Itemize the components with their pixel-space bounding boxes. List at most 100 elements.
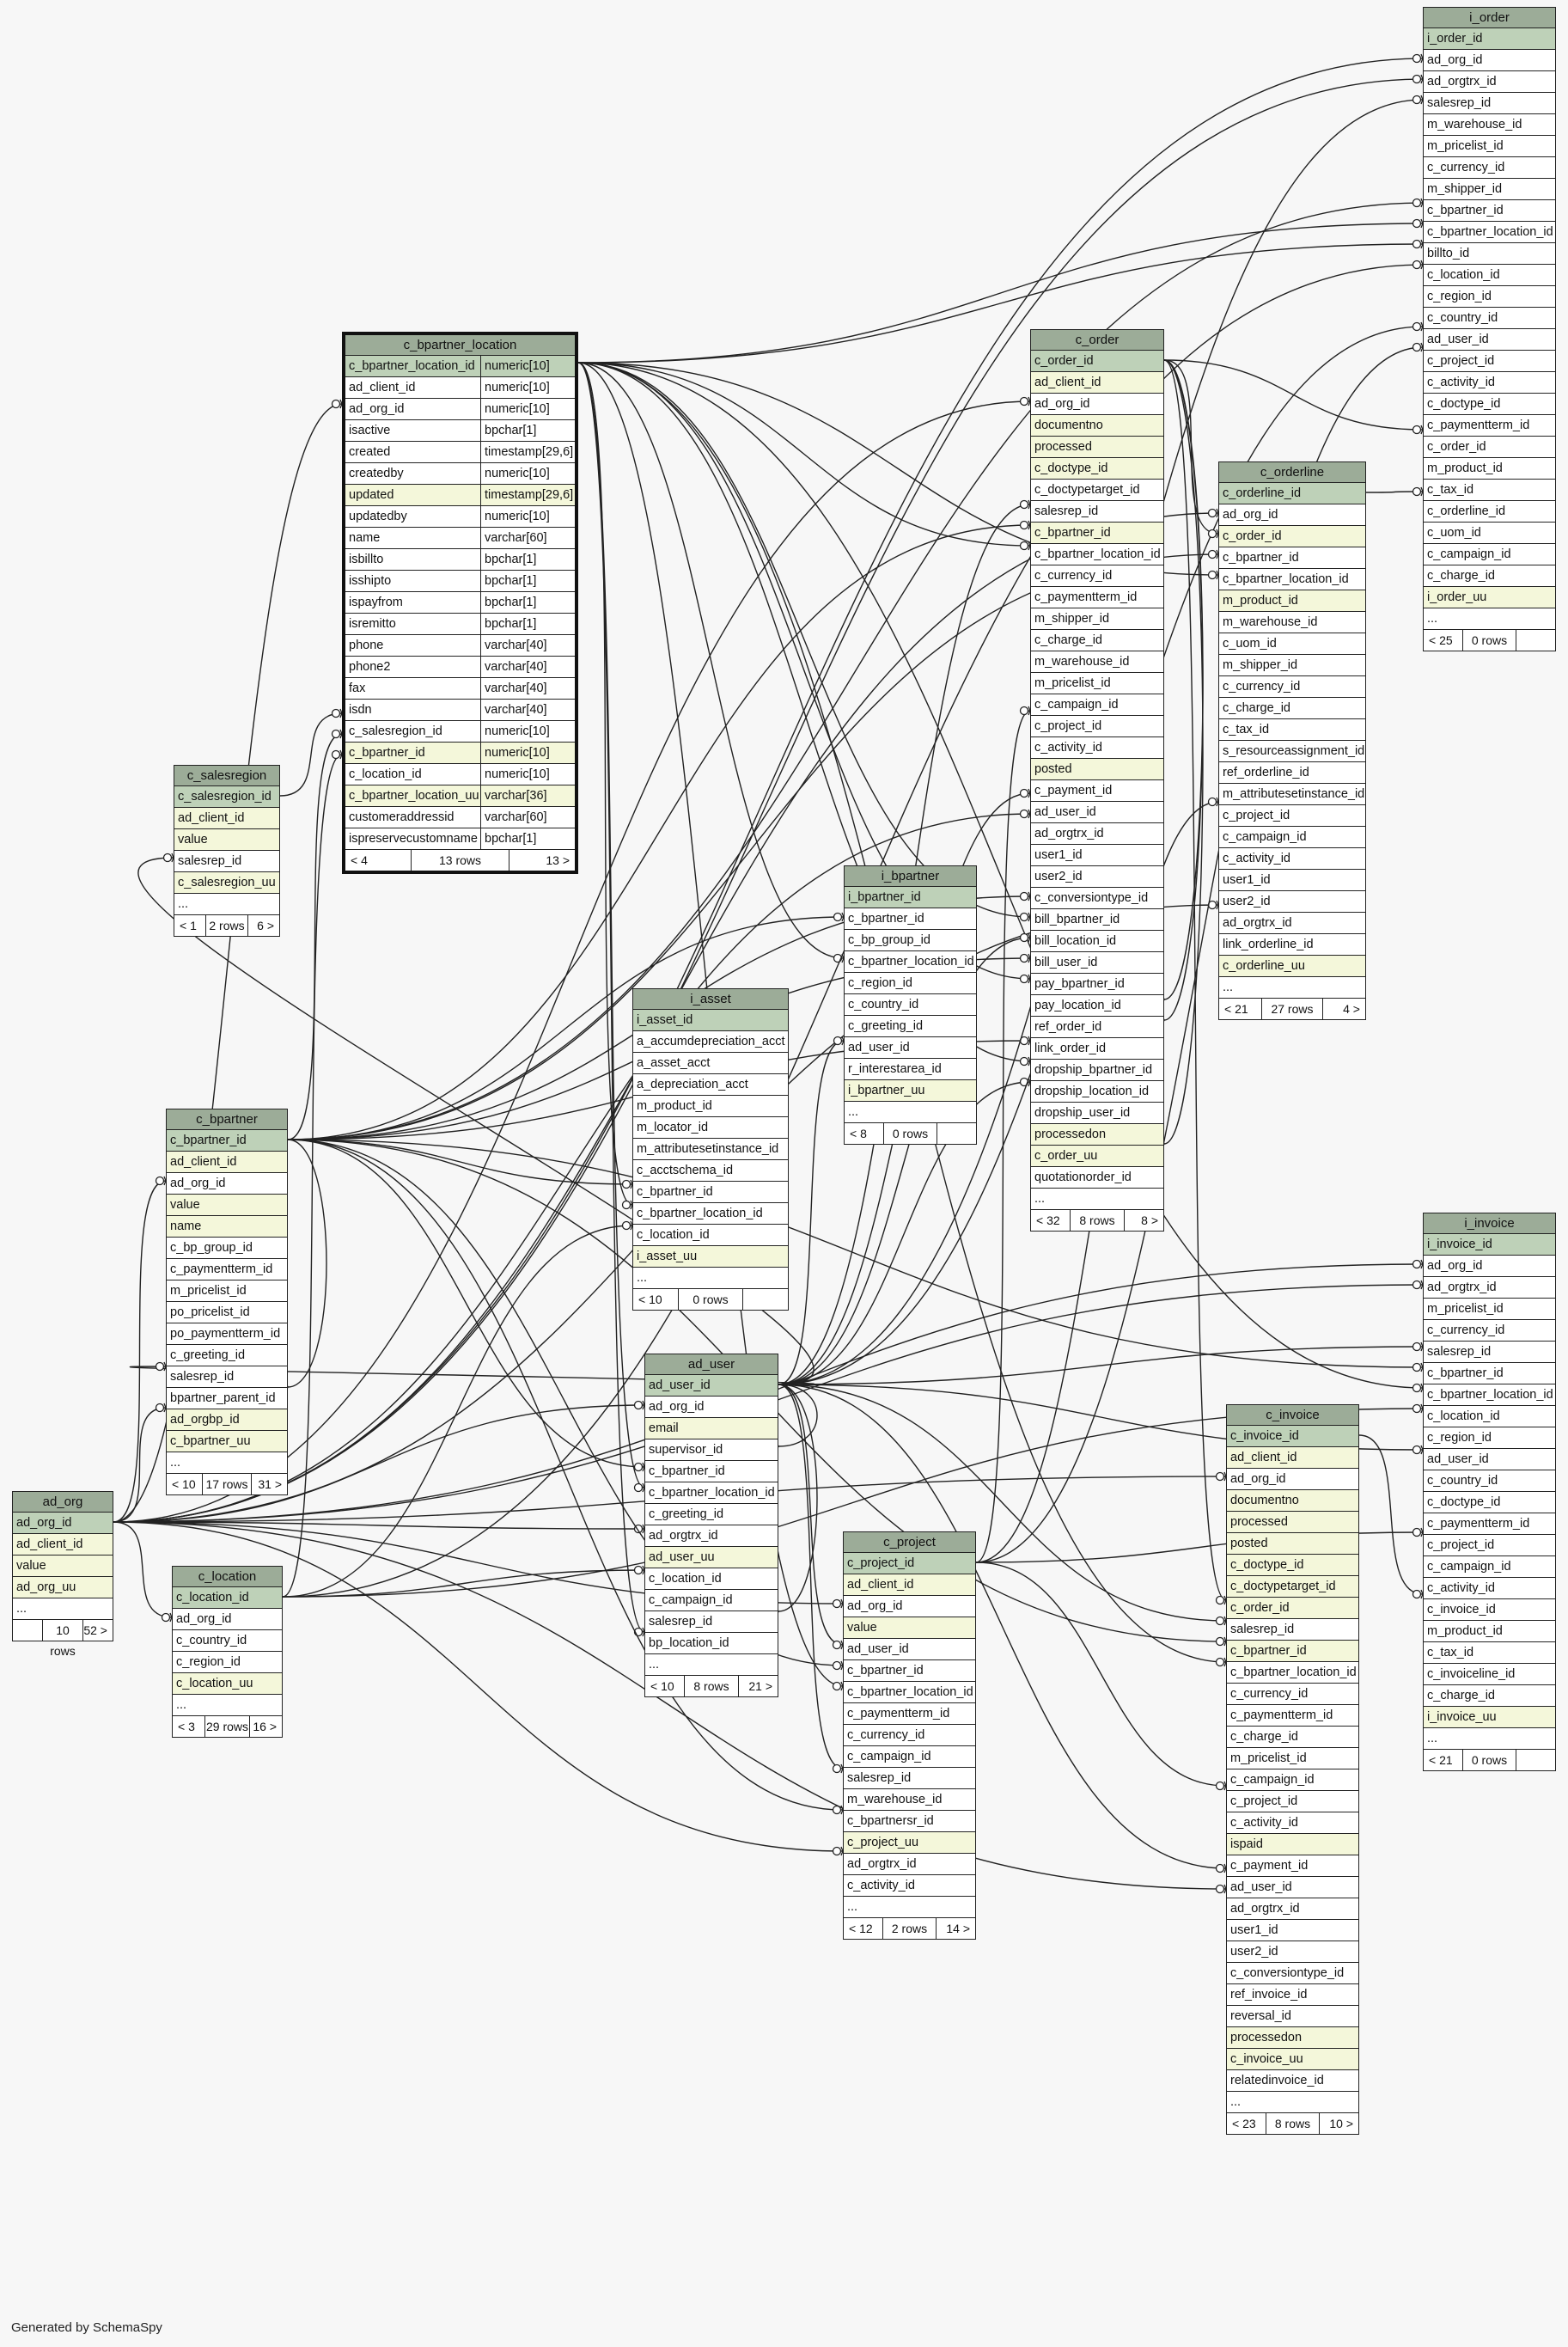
column-row[interactable]: c_project_id — [1227, 1791, 1358, 1812]
column-row[interactable]: c_location_id — [173, 1587, 282, 1609]
parents-count[interactable]: < 4 — [351, 853, 368, 867]
column-row[interactable]: c_doctypetarget_id — [1227, 1576, 1358, 1598]
column-row[interactable]: c_project_id — [1031, 716, 1163, 737]
column-row[interactable]: m_product_id — [633, 1096, 788, 1117]
column-row[interactable]: c_bpartner_uu — [167, 1431, 287, 1452]
column-row[interactable]: c_invoice_id — [1227, 1426, 1358, 1447]
column-row[interactable]: bill_user_id — [1031, 952, 1163, 974]
column-row[interactable]: c_campaign_id — [844, 1746, 975, 1768]
parents-count[interactable]: < 3 — [178, 1720, 195, 1733]
column-row[interactable]: ad_org_id — [1424, 50, 1555, 71]
children-count[interactable]: 31 > — [251, 1474, 287, 1494]
column-row[interactable]: po_paymentterm_id — [167, 1323, 287, 1345]
column-row[interactable]: c_orderline_id — [1424, 501, 1555, 523]
column-row[interactable]: c_acctschema_id — [633, 1160, 788, 1182]
parents-count[interactable]: < 8 — [850, 1127, 867, 1140]
column-row[interactable]: m_shipper_id — [1424, 179, 1555, 200]
column-row[interactable]: c_currency_id — [1031, 565, 1163, 587]
column-row[interactable]: c_currency_id — [1424, 1320, 1555, 1342]
column-row[interactable]: c_campaign_id — [1031, 694, 1163, 716]
column-row[interactable]: c_bpartner_id — [167, 1130, 287, 1152]
column-row[interactable]: ad_orgtrx_id — [844, 1854, 975, 1875]
column-row[interactable]: user2_id — [1227, 1941, 1358, 1963]
row-count[interactable]: 0 rows — [678, 1289, 742, 1310]
column-row[interactable]: c_activity_id — [844, 1875, 975, 1897]
column-row[interactable]: c_campaign_id — [1227, 1769, 1358, 1791]
column-row[interactable]: i_order_id — [1424, 28, 1555, 50]
column-row[interactable]: c_activity_id — [1424, 1578, 1555, 1599]
column-row[interactable]: ad_client_id — [844, 1574, 975, 1596]
more-columns[interactable]: ... — [173, 1695, 282, 1716]
column-row[interactable]: bill_location_id — [1031, 931, 1163, 952]
column-row[interactable]: value — [167, 1195, 287, 1216]
column-row[interactable]: m_pricelist_id — [1424, 136, 1555, 157]
column-row[interactable]: c_orderline_uu — [1219, 956, 1365, 977]
column-row[interactable]: ad_user_id — [1031, 802, 1163, 823]
children-count[interactable]: 52 > — [82, 1620, 113, 1641]
column-row[interactable]: m_warehouse_id — [1031, 651, 1163, 673]
column-row[interactable]: ad_client_id — [174, 808, 279, 829]
table-title[interactable]: i_invoice — [1424, 1213, 1555, 1234]
column-row[interactable]: ispaid — [1227, 1834, 1358, 1855]
column-row[interactable]: quotationorder_id — [1031, 1167, 1163, 1189]
column-row[interactable]: value — [174, 829, 279, 851]
column-row[interactable]: c_tax_id — [1424, 480, 1555, 501]
column-row[interactable]: salesrep_id — [844, 1768, 975, 1789]
children-count[interactable]: 10 > — [1319, 2113, 1358, 2134]
column-row[interactable]: c_tax_id — [1219, 719, 1365, 741]
column-row[interactable]: ad_orgtrx_id — [1219, 913, 1365, 934]
column-row[interactable]: a_depreciation_acct — [633, 1074, 788, 1096]
column-row[interactable]: processed — [1031, 437, 1163, 458]
column-row[interactable]: link_order_id — [1031, 1038, 1163, 1060]
column-row[interactable]: ad_user_id — [1424, 329, 1555, 351]
column-row[interactable]: c_greeting_id — [845, 1016, 976, 1037]
column-row[interactable]: ad_org_id — [1031, 394, 1163, 415]
table-title[interactable]: ad_org — [13, 1492, 113, 1513]
column-row[interactable]: c_paymentterm_id — [844, 1703, 975, 1725]
column-row[interactable]: c_project_id — [1424, 1535, 1555, 1556]
children-count[interactable] — [741, 1289, 788, 1310]
column-row[interactable]: c_bpartner_location_id — [845, 951, 976, 973]
column-row[interactable]: m_warehouse_id — [1424, 114, 1555, 136]
column-row[interactable]: c_location_id — [645, 1568, 778, 1590]
column-row[interactable]: ad_user_id — [844, 1639, 975, 1660]
row-count[interactable]: 0 rows — [882, 1123, 937, 1144]
column-row[interactable]: c_country_id — [845, 994, 976, 1016]
column-row[interactable]: link_orderline_id — [1219, 934, 1365, 956]
column-row[interactable]: po_pricelist_id — [167, 1302, 287, 1323]
column-row[interactable]: c_bpartner_location_id — [844, 1682, 975, 1703]
column-row[interactable]: c_paymentterm_id — [1031, 587, 1163, 608]
column-row[interactable]: c_location_id — [1424, 1406, 1555, 1427]
column-row[interactable]: c_location_id — [1424, 265, 1555, 286]
row-count[interactable]: 0 rows — [1461, 1750, 1516, 1770]
column-row[interactable]: c_currency_id — [844, 1725, 975, 1746]
column-row[interactable]: c_activity_id — [1219, 848, 1365, 870]
column-row[interactable]: m_attributesetinstance_id — [633, 1139, 788, 1160]
column-row[interactable]: c_doctypetarget_id — [1031, 480, 1163, 501]
column-row[interactable]: c_salesregion_id — [174, 786, 279, 808]
column-row[interactable]: ref_invoice_id — [1227, 1984, 1358, 2006]
column-row[interactable]: ad_user_id — [845, 1037, 976, 1059]
column-row[interactable]: salesrep_id — [645, 1611, 778, 1633]
column-row[interactable]: c_region_id — [1424, 1427, 1555, 1449]
column-row[interactable]: ad_user_id — [1227, 1877, 1358, 1898]
column-row[interactable]: documentno — [1227, 1490, 1358, 1512]
table-title[interactable]: ad_user — [645, 1354, 778, 1375]
column-row[interactable]: ad_org_id — [1227, 1469, 1358, 1490]
column-row[interactable]: reversal_id — [1227, 2006, 1358, 2027]
column-row[interactable]: c_bpartner_id — [1424, 200, 1555, 222]
column-row[interactable]: c_currency_id — [1227, 1684, 1358, 1705]
column-row[interactable]: m_pricelist_id — [1031, 673, 1163, 694]
children-count[interactable] — [1516, 630, 1555, 651]
parents-count[interactable]: < 12 — [849, 1922, 873, 1935]
column-row[interactable]: c_charge_id — [1227, 1727, 1358, 1748]
